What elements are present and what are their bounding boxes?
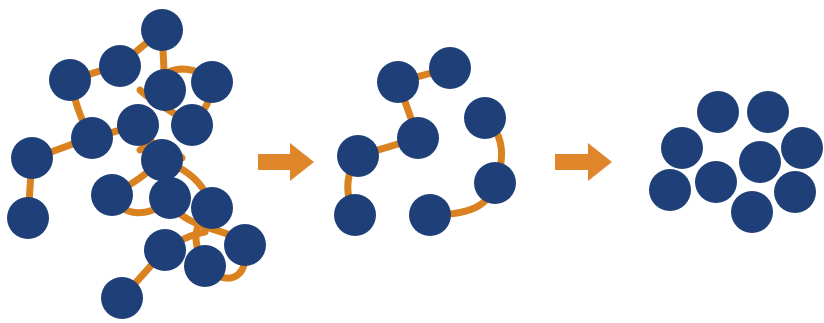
bead [7,197,49,239]
stage-partially-folded-chain [334,47,516,236]
bead [695,161,737,203]
bead [337,135,379,177]
bead [224,224,266,266]
bead [697,91,739,133]
bead [377,61,419,103]
bead [661,127,703,169]
bead [747,91,789,133]
bead [141,9,183,51]
bead [739,141,781,183]
bead [149,177,191,219]
bead [781,127,823,169]
stage-compact-cluster [649,91,823,233]
bead [144,69,186,111]
bead [774,171,816,213]
bead [117,104,159,146]
bead [474,162,516,204]
bead [99,45,141,87]
bead [731,191,773,233]
partial-chain-beads [334,47,516,236]
bead [11,137,53,179]
arrow-right-icon [258,143,314,181]
bead [71,117,113,159]
tangled-chain-beads [7,9,266,319]
bead [429,47,471,89]
bead [91,174,133,216]
bead [464,97,506,139]
compact-cluster-beads [649,91,823,233]
bead [101,277,143,319]
bead [49,59,91,101]
stage-tangled-chain [7,9,266,319]
bead [334,194,376,236]
bead [191,187,233,229]
bead [397,117,439,159]
bead [144,229,186,271]
bead [171,104,213,146]
bead [184,245,226,287]
bead [191,61,233,103]
arrow-right-icon [555,143,612,181]
bead [409,194,451,236]
bead [141,139,183,181]
bead [649,169,691,211]
